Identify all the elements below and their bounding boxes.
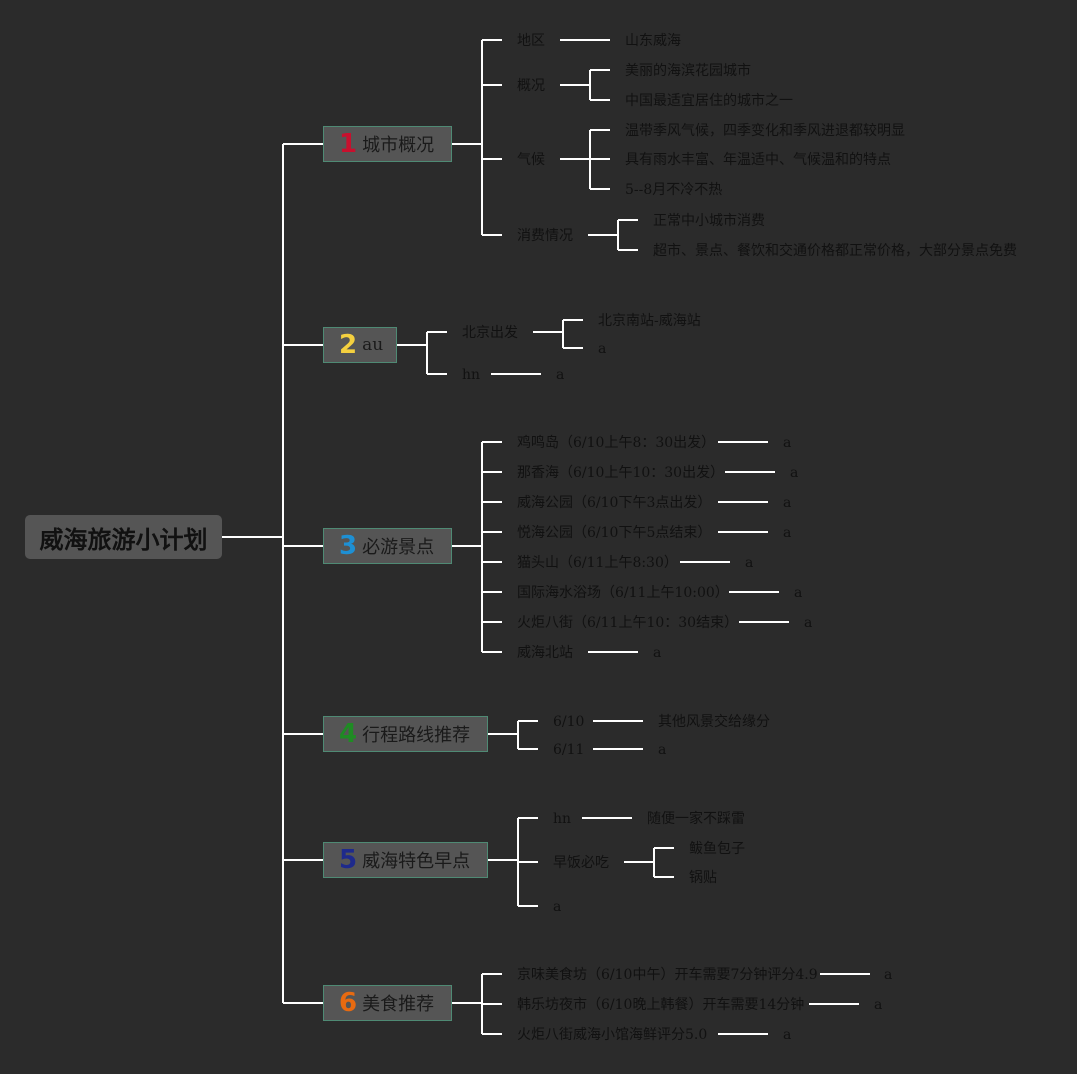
leaf-a[interactable]: a	[804, 615, 813, 631]
branch-title: 城市概况	[362, 135, 435, 156]
topic-attraction[interactable]: 悦海公园（6/10下午5点结束）	[517, 525, 712, 541]
number-icon-6: 6	[339, 988, 358, 1018]
leaf-hn-note[interactable]: 随便一家不踩雷	[647, 811, 745, 827]
branch-route[interactable]: 4 行程路线推荐	[323, 716, 488, 752]
branch-title: au	[362, 335, 384, 355]
topic-a[interactable]: a	[553, 899, 562, 915]
branch-food[interactable]: 6 美食推荐	[323, 985, 452, 1021]
branch-title: 必游景点	[362, 537, 435, 558]
number-icon-4: 4	[339, 719, 358, 749]
branch-breakfast[interactable]: 5 威海特色早点	[323, 842, 488, 878]
branch-must-see[interactable]: 3 必游景点	[323, 528, 452, 564]
leaf-a[interactable]: a	[598, 341, 607, 357]
topic-attraction[interactable]: 那香海（6/10上午10：30出发）	[517, 465, 725, 481]
leaf-cost-1[interactable]: 正常中小城市消费	[653, 213, 765, 229]
leaf-train-route[interactable]: 北京南站-威海站	[598, 313, 701, 329]
leaf-day-1-note[interactable]: 其他风景交给缘分	[658, 714, 770, 730]
leaf-a[interactable]: a	[874, 997, 883, 1013]
topic-restaurant[interactable]: 火炬八街威海小馆海鲜评分5.0	[517, 1027, 708, 1043]
number-icon-2: 2	[339, 330, 358, 360]
topic-attraction[interactable]: 火炬八街（6/11上午10：30结束）	[517, 615, 739, 631]
branch-title: 行程路线推荐	[362, 725, 471, 746]
number-icon-3: 3	[339, 531, 358, 561]
topic-hn[interactable]: hn	[462, 367, 481, 383]
leaf-cost-2[interactable]: 超市、景点、餐饮和交通价格都正常价格，大部分景点免费	[653, 243, 1017, 259]
topic-hn[interactable]: hn	[553, 811, 572, 827]
topic-must-eat[interactable]: 早饭必吃	[553, 855, 609, 871]
leaf-a[interactable]: a	[658, 742, 667, 758]
branch-title: 威海特色早点	[362, 851, 471, 872]
topic-beijing-depart[interactable]: 北京出发	[462, 325, 518, 341]
branch-title: 美食推荐	[362, 994, 435, 1015]
leaf-overview-2[interactable]: 中国最适宜居住的城市之一	[625, 93, 793, 109]
leaf-a[interactable]: a	[653, 645, 662, 661]
leaf-climate-1[interactable]: 温带季风气候，四季变化和季风进退都较明显	[625, 123, 905, 139]
number-icon-5: 5	[339, 845, 358, 875]
root-node[interactable]: 威海旅游小计划	[25, 515, 222, 559]
leaf-a[interactable]: a	[794, 585, 803, 601]
branch-au[interactable]: 2 au	[323, 327, 397, 363]
leaf-climate-2[interactable]: 具有雨水丰富、年温适中、气候温和的特点	[625, 152, 891, 168]
topic-region[interactable]: 地区	[517, 33, 545, 49]
number-icon-1: 1	[339, 129, 358, 159]
topic-day-2[interactable]: 6/11	[553, 742, 585, 758]
topic-day-1[interactable]: 6/10	[553, 714, 585, 730]
leaf-a[interactable]: a	[790, 465, 799, 481]
leaf-overview-1[interactable]: 美丽的海滨花园城市	[625, 63, 751, 79]
topic-restaurant[interactable]: 京味美食坊（6/10中午）开车需要7分钟评分4.9	[517, 967, 818, 983]
topic-attraction[interactable]: 国际海水浴场（6/11上午10:00）	[517, 585, 729, 601]
topic-attraction[interactable]: 猫头山（6/11上午8:30）	[517, 555, 678, 571]
topic-attraction[interactable]: 鸡鸣岛（6/10上午8：30出发）	[517, 435, 716, 451]
topic-overview[interactable]: 概况	[517, 78, 545, 94]
topic-attraction[interactable]: 威海北站	[517, 645, 573, 661]
leaf-region-value[interactable]: 山东威海	[625, 33, 681, 49]
leaf-a[interactable]: a	[783, 435, 792, 451]
leaf-a[interactable]: a	[783, 1027, 792, 1043]
topic-restaurant[interactable]: 韩乐坊夜市（6/10晚上韩餐）开车需要14分钟	[517, 997, 805, 1013]
leaf-a[interactable]: a	[884, 967, 893, 983]
leaf-climate-3[interactable]: 5--8月不冷不热	[625, 182, 723, 198]
leaf-potsticker[interactable]: 锅贴	[689, 870, 717, 886]
branch-city-overview[interactable]: 1 城市概况	[323, 126, 452, 162]
topic-climate[interactable]: 气候	[517, 152, 545, 168]
leaf-fish-bun[interactable]: 鲅鱼包子	[689, 841, 745, 857]
leaf-a[interactable]: a	[745, 555, 754, 571]
leaf-a[interactable]: a	[783, 525, 792, 541]
leaf-a[interactable]: a	[783, 495, 792, 511]
topic-cost[interactable]: 消费情况	[517, 228, 573, 244]
leaf-a[interactable]: a	[556, 367, 565, 383]
topic-attraction[interactable]: 威海公园（6/10下午3点出发）	[517, 495, 712, 511]
root-title: 威海旅游小计划	[39, 525, 208, 554]
